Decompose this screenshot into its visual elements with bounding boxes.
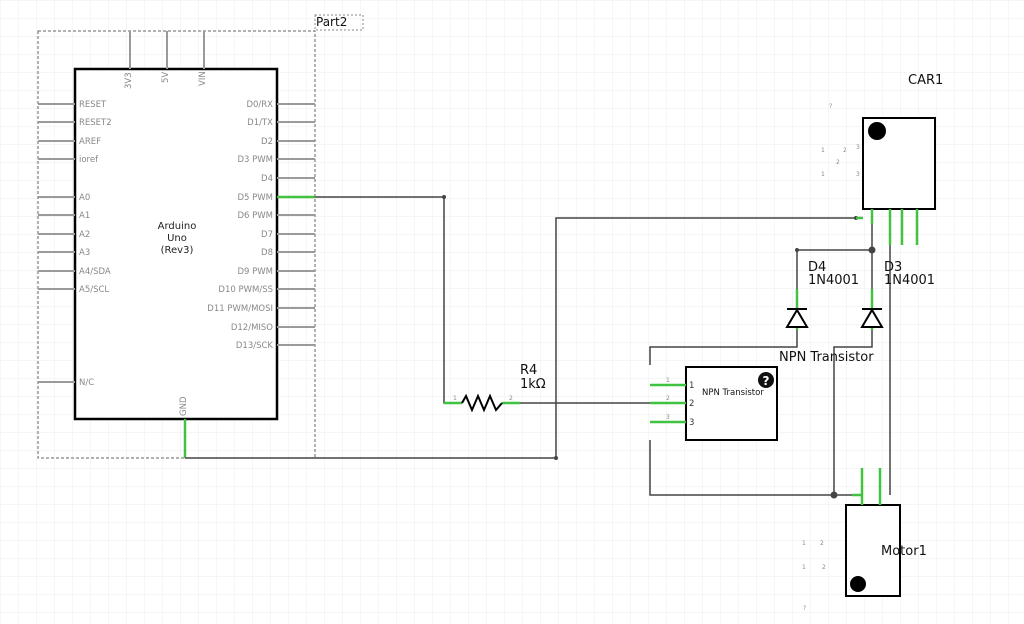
help-icon[interactable] xyxy=(758,372,774,388)
car1-orientation-dot xyxy=(868,122,886,140)
help-icon-glyph: ? xyxy=(763,374,770,388)
junction-dot xyxy=(868,246,876,254)
pin-label-d5: D5 PWM xyxy=(237,193,273,203)
arduino-title-line2: Uno xyxy=(167,233,187,244)
transistor-pin2-number: 2 xyxy=(666,395,670,402)
pin-label-d8: D8 xyxy=(261,248,273,258)
transistor-name: NPN Transistor xyxy=(779,350,874,365)
car1-pin-digit: 3 xyxy=(856,144,860,151)
d4-part: 1N4001 xyxy=(808,273,859,288)
junction-dot xyxy=(795,248,799,252)
arduino-part[interactable]: Part2 Arduino Uno (Rev3) 3V3 5V VIN RESE… xyxy=(37,14,364,459)
pin-label-ioref: ioref xyxy=(79,155,99,165)
resistor-value: 1kΩ xyxy=(520,377,546,392)
pin-label-d1: D1/TX xyxy=(247,118,273,128)
diode-d3[interactable]: D3 1N4001 xyxy=(860,260,935,330)
d4-name: D4 xyxy=(808,260,826,275)
motor1-pin-digit: 2 xyxy=(820,540,824,547)
d3-triangle xyxy=(860,308,884,328)
pin-label-5v: 5V xyxy=(161,72,171,83)
resistor-zigzag xyxy=(461,393,503,413)
car1-pin-digit: 2 xyxy=(843,147,847,154)
resistor-name: R4 xyxy=(520,363,537,378)
resistor-pin1: 1 xyxy=(453,395,457,402)
pin-label-gnd: GND xyxy=(179,396,189,416)
junction-dot xyxy=(830,491,838,499)
pin-label-a1: A1 xyxy=(79,211,90,221)
transistor-pin1-label: 1 xyxy=(689,381,694,391)
wire-d3-to-motor[interactable] xyxy=(833,330,873,495)
d4-triangle xyxy=(785,308,809,328)
car1-name: CAR1 xyxy=(908,73,943,88)
pin-label-nc: N/C xyxy=(79,378,94,388)
arduino-dashed-frame xyxy=(37,30,316,459)
car1-part[interactable]: CAR1 ? 1 2 1 2 3 3 xyxy=(821,73,943,245)
pin-label-d0: D0/RX xyxy=(246,100,273,110)
pin-label-vin: VIN xyxy=(198,71,208,86)
pin-label-d12: D12/MISO xyxy=(231,323,273,333)
pin-label-d13: D13/SCK xyxy=(236,341,274,351)
pin-label-reset: RESET xyxy=(79,100,107,110)
wire-emitter-to-bottom[interactable] xyxy=(649,440,856,496)
pin-label-3v3: 3V3 xyxy=(124,72,134,89)
pin-label-a2: A2 xyxy=(79,230,90,240)
transistor-pin1-number: 1 xyxy=(666,377,670,384)
transistor-pin3-number: 3 xyxy=(666,414,670,421)
motor1-part[interactable]: Motor1 1 2 1 2 ? xyxy=(802,468,927,612)
diode-d4[interactable]: D4 1N4001 xyxy=(785,260,859,330)
car1-mark: ? xyxy=(829,103,832,110)
npn-transistor[interactable]: 1 2 3 1 2 3 NPN Transistor ? NPN Transis… xyxy=(650,350,874,441)
pin-label-d6: D6 PWM xyxy=(237,211,273,221)
left-pin-stubs[interactable] xyxy=(38,103,75,383)
car1-pin-digit: 1 xyxy=(821,147,825,154)
junction-dot xyxy=(442,195,446,199)
pin-label-d11: D11 PWM/MOSI xyxy=(207,304,273,314)
pin-label-d10: D10 PWM/SS xyxy=(218,285,273,295)
motor1-pins[interactable] xyxy=(852,468,882,505)
pin-label-a3: A3 xyxy=(79,248,90,258)
pin-label-a0: A0 xyxy=(79,193,90,203)
car1-pin-digit: 2 xyxy=(836,159,840,166)
part-label: Part2 xyxy=(316,15,347,29)
wire-gnd-rail[interactable] xyxy=(185,217,856,459)
pin-label-reset2: RESET2 xyxy=(79,118,112,128)
motor1-pin-digit: 1 xyxy=(802,564,806,571)
motor1-pin-digit: 1 xyxy=(802,540,806,547)
motor1-mark: ? xyxy=(803,605,806,612)
pin-label-d9: D9 PWM xyxy=(237,267,273,277)
d3-name: D3 xyxy=(884,260,902,275)
car1-pin-digit: 1 xyxy=(821,171,825,178)
pin-label-d3: D3 PWM xyxy=(237,155,273,165)
pin-label-a4: A4/SDA xyxy=(79,267,111,277)
motor1-pin-digit: 2 xyxy=(822,564,826,571)
transistor-pin2-label: 2 xyxy=(689,399,694,409)
junction-dot xyxy=(554,456,558,460)
car1-pin-digit: 3 xyxy=(856,171,860,178)
pin-label-d4: D4 xyxy=(261,174,273,184)
car1-pins[interactable] xyxy=(856,209,919,245)
pin-label-a5: A5/SCL xyxy=(79,285,109,295)
transistor-pin3-label: 3 xyxy=(689,418,694,428)
resistor-pin2: 2 xyxy=(509,395,513,402)
wire-d4-anode-to-collector[interactable] xyxy=(649,330,798,365)
arduino-title-line3: (Rev3) xyxy=(161,245,194,256)
part-label-box xyxy=(314,14,364,31)
d3-part: 1N4001 xyxy=(884,273,935,288)
pin-label-aref: AREF xyxy=(79,137,101,147)
arduino-title-line1: Arduino xyxy=(158,221,197,232)
motor1-orientation-dot xyxy=(850,576,866,592)
pin-label-d2: D2 xyxy=(261,137,273,147)
pin-label-d7: D7 xyxy=(261,230,273,240)
right-pin-stubs[interactable] xyxy=(277,103,315,346)
motor1-name: Motor1 xyxy=(881,544,927,559)
transistor-body-label: NPN Transistor xyxy=(702,388,764,398)
arduino-body xyxy=(73,67,279,421)
resistor-r4[interactable]: 1 2 R4 1kΩ xyxy=(444,363,546,413)
